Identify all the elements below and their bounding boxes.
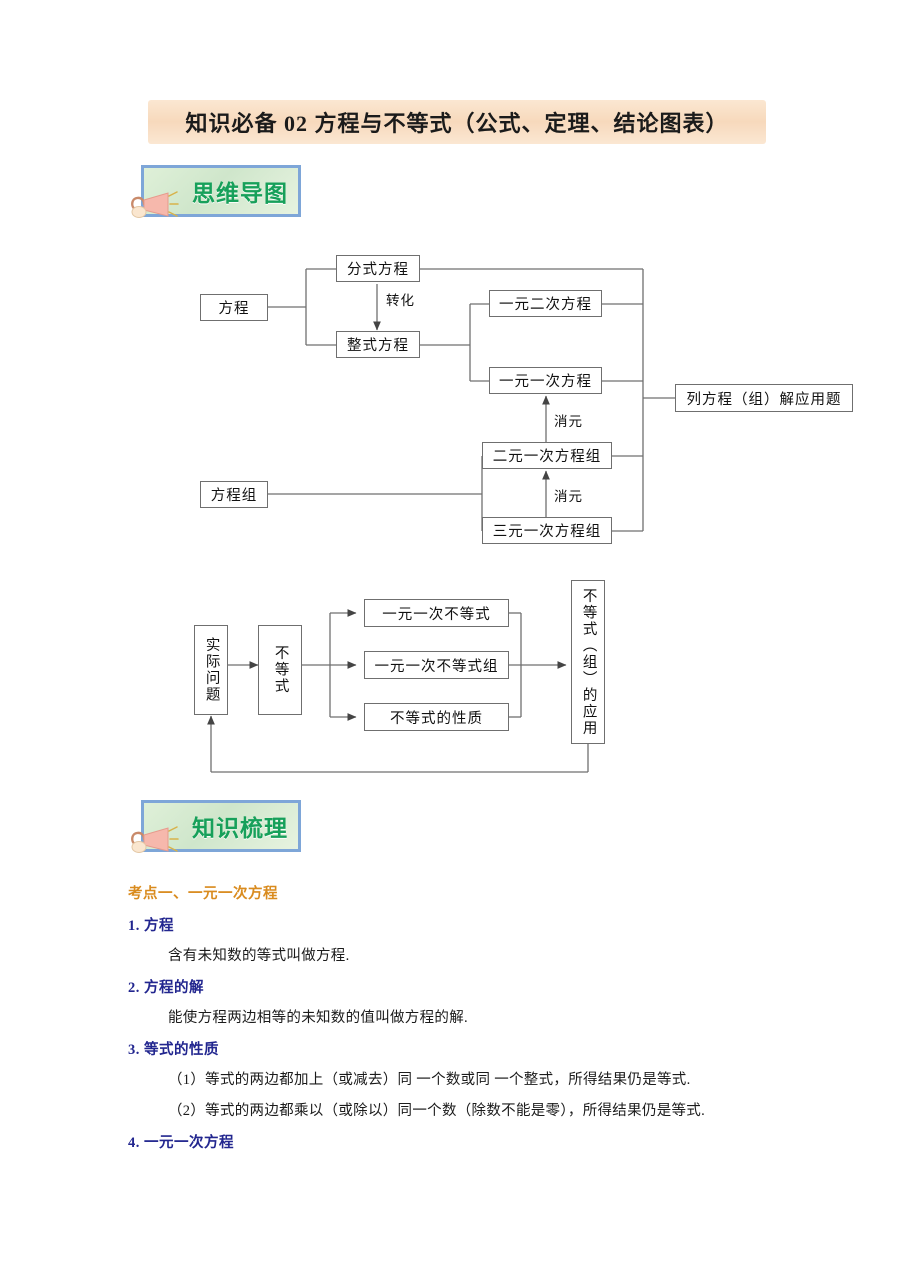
node-inequality-properties: 不等式的性质 [364,703,509,731]
node-equation: 方程 [200,294,268,321]
node-equation-system: 方程组 [200,481,268,508]
node-linear-inequality: 一元一次不等式 [364,599,509,627]
item-heading-4: 4. 一元一次方程 [128,1135,234,1151]
node-inequality-application: 不等式（组）的应用 [571,580,605,744]
node-integral-equation: 整式方程 [336,331,420,358]
document-title-banner: 知识必备 02 方程与不等式（公式、定理、结论图表） [148,100,766,144]
node-quadratic-one-variable: 一元二次方程 [489,290,602,317]
edge-label-eliminate-2: 消元 [554,489,583,504]
node-linear-three-variable-system: 三元一次方程组 [482,517,612,544]
horn-icon [131,826,179,853]
node-linear-two-variable-system: 二元一次方程组 [482,442,612,469]
item-line-2-1: 能使方程两边相等的未知数的值叫做方程的解. [168,1010,468,1026]
node-word-problems: 列方程（组）解应用题 [675,384,853,412]
item-heading-1: 1. 方程 [128,918,174,934]
page-title: 知识必备 02 方程与不等式（公式、定理、结论图表） [185,111,729,136]
item-line-3-2: （2）等式的两边都乘以（或除以）同一个数（除数不能是零），所得结果仍是等式. [168,1103,706,1119]
item-line-1-1: 含有未知数的等式叫做方程. [168,948,350,964]
item-heading-3: 3. 等式的性质 [128,1042,219,1058]
node-inequality: 不等式 [258,625,302,715]
horn-icon [131,191,179,218]
edge-label-transform: 转化 [386,293,415,308]
section-banner-mindmap: 思维导图 [131,165,301,218]
node-fractional-equation: 分式方程 [336,255,420,282]
section-banner-knowledge: 知识梳理 [131,800,301,853]
node-linear-inequality-system: 一元一次不等式组 [364,651,509,679]
node-linear-one-variable: 一元一次方程 [489,367,602,394]
inequalities-flowchart-lines [207,609,589,773]
topic-heading: 考点一、一元一次方程 [128,886,278,902]
edge-label-eliminate-1: 消元 [554,414,583,429]
equations-flowchart-lines [268,268,675,532]
item-line-3-1: （1）等式的两边都加上（或减去）同 一个数或同 一个整式，所得结果仍是等式. [168,1072,691,1088]
section-banner-knowledge-label: 知识梳理 [192,816,288,841]
section-banner-mindmap-label: 思维导图 [192,181,288,206]
item-heading-2: 2. 方程的解 [128,980,204,996]
node-real-problem: 实际问题 [194,625,228,715]
